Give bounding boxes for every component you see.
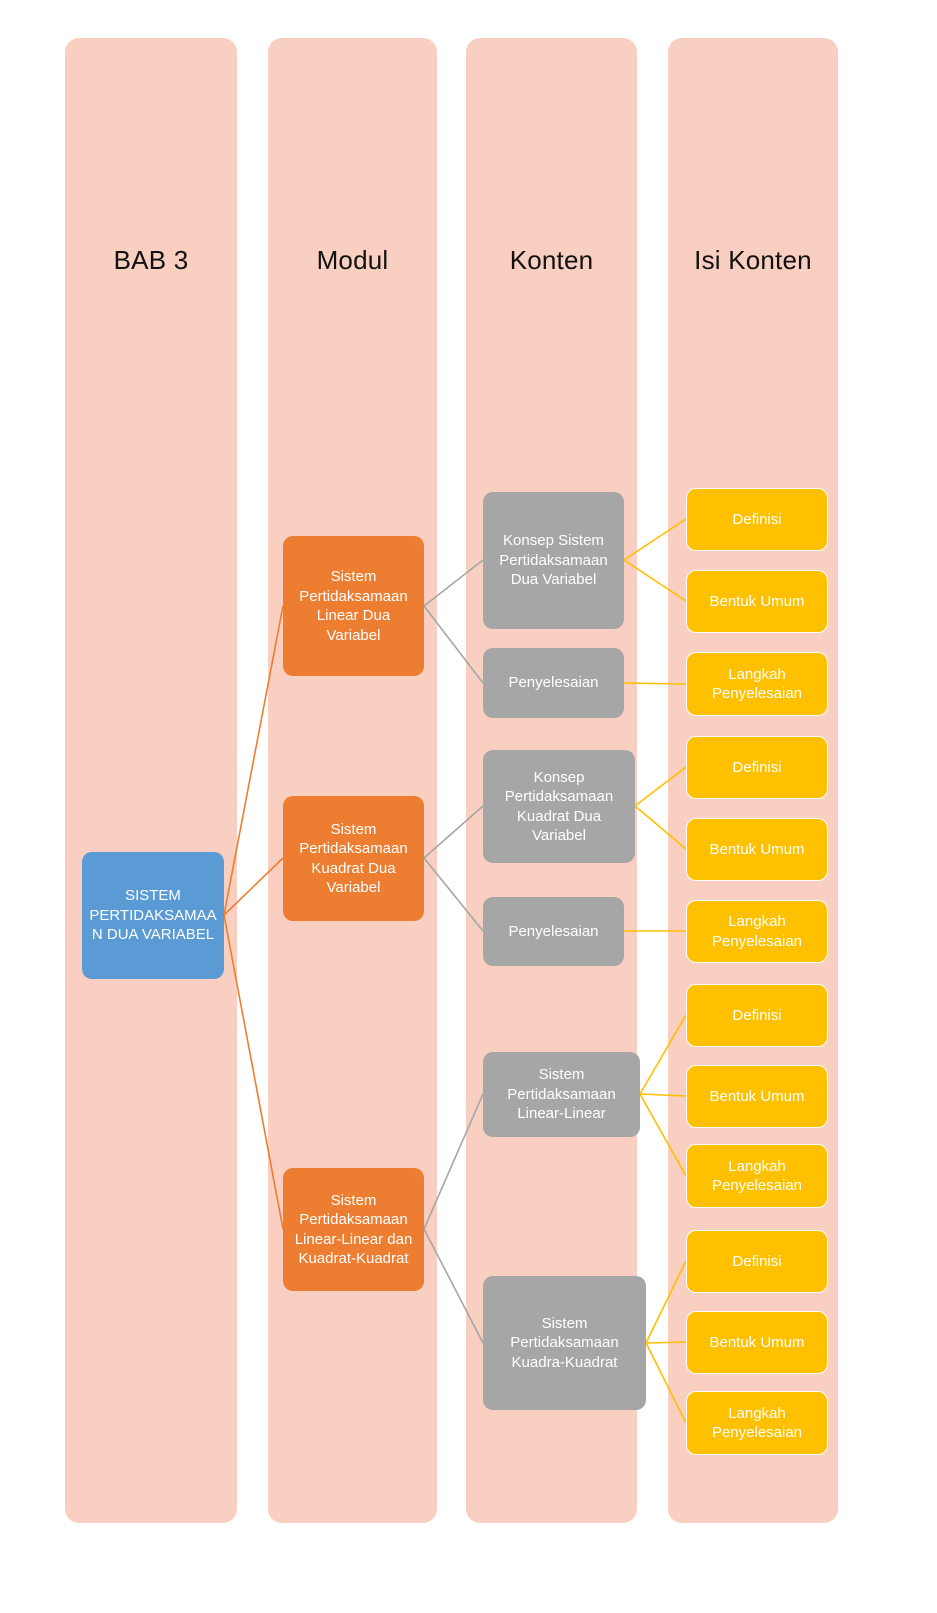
isi-node-bentuk-umum-2: Bentuk Umum [686,818,828,881]
isi-node-langkah-penyelesaian-3: Langkah Penyelesaian [686,1144,828,1208]
isi-node-langkah-penyelesaian-1: Langkah Penyelesaian [686,652,828,716]
isi-node-bentuk-umum-4: Bentuk Umum [686,1311,828,1374]
content-node-linear-linear: Sistem Pertidaksamaan Linear-Linear [483,1052,640,1137]
isi-node-bentuk-umum-3: Bentuk Umum [686,1065,828,1128]
content-node-penyelesaian-1: Penyelesaian [483,648,624,718]
isi-node-definisi-1: Definisi [686,488,828,551]
column-header-konten: Konten [509,244,594,275]
isi-node-langkah-penyelesaian-4: Langkah Penyelesaian [686,1391,828,1455]
column-header-isi-konten: Isi Konten [694,244,812,275]
column-header-modul: Modul [316,244,389,275]
isi-node-definisi-4: Definisi [686,1230,828,1293]
column-band-bab3 [65,38,237,1523]
isi-node-bentuk-umum-1: Bentuk Umum [686,570,828,633]
isi-node-definisi-3: Definisi [686,984,828,1047]
column-header-bab3: BAB 3 [113,244,189,275]
module-node-linear-dua-variabel: Sistem Pertidaksamaan Linear Dua Variabe… [283,536,424,676]
content-node-konsep-kuadrat: Konsep Pertidaksamaan Kuadrat Dua Variab… [483,750,635,863]
module-node-kuadrat-dua-variabel: Sistem Pertidaksamaan Kuadrat Dua Variab… [283,796,424,921]
content-node-konsep-sistem: Konsep Sistem Pertidaksamaan Dua Variabe… [483,492,624,629]
module-node-linear-linear-kuadrat-kuadrat: Sistem Pertidaksamaan Linear-Linear dan … [283,1168,424,1291]
content-node-penyelesaian-2: Penyelesaian [483,897,624,966]
content-node-kuadra-kuadrat: Sistem Pertidaksamaan Kuadra-Kuadrat [483,1276,646,1410]
root-node: SISTEM PERTIDAKSAMAAN DUA VARIABEL [82,852,224,979]
isi-node-definisi-2: Definisi [686,736,828,799]
isi-node-langkah-penyelesaian-2: Langkah Penyelesaian [686,900,828,963]
